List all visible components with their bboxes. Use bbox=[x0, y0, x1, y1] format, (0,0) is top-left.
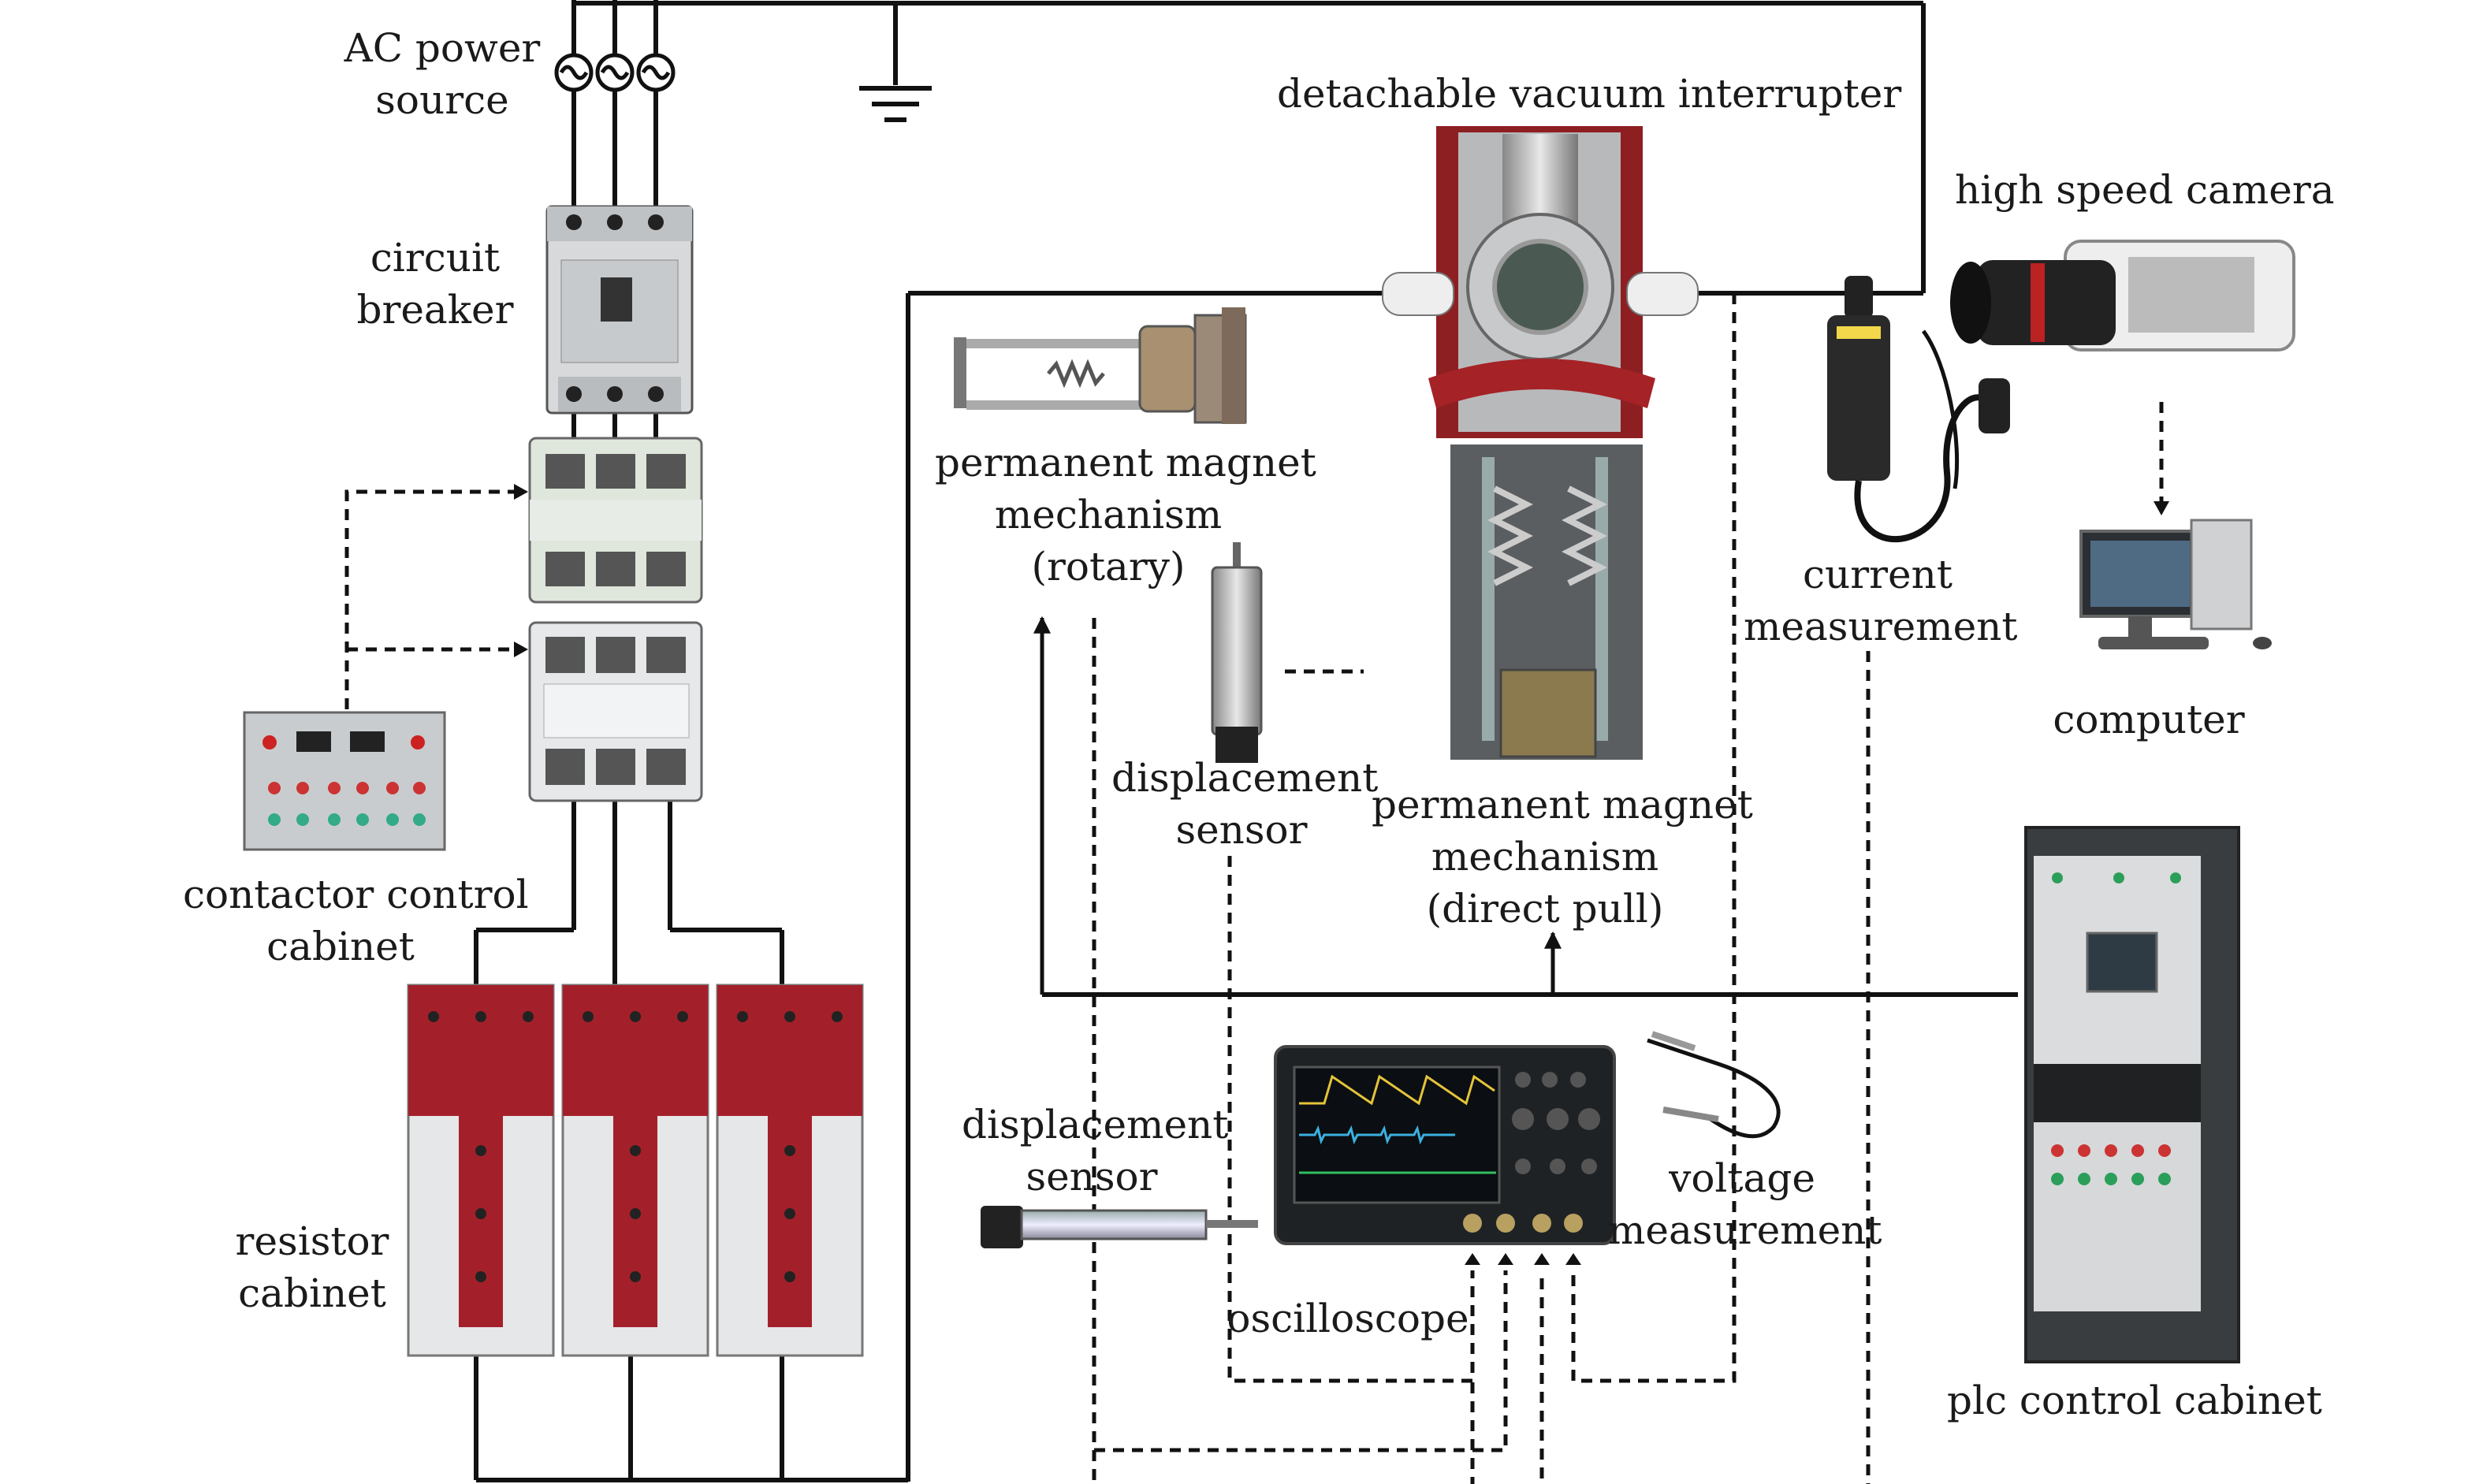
label-voltage-measurement: voltage measurement bbox=[1608, 1155, 1882, 1253]
label-oscilloscope: oscilloscope bbox=[1227, 1296, 1469, 1341]
ground-symbol bbox=[859, 86, 932, 122]
contactor-lower-photo bbox=[528, 621, 703, 802]
pm-mechanism-direct-pull-photo bbox=[1450, 444, 1643, 760]
label-high-speed-camera: high speed camera bbox=[1955, 167, 2335, 213]
power-wiring bbox=[474, 0, 2018, 1482]
plc-control-cabinet-photo bbox=[2024, 826, 2240, 1363]
label-contactor-control-cabinet: contactor control cabinet bbox=[183, 872, 529, 969]
signal-wiring bbox=[344, 293, 2164, 1484]
label-plc-control-cabinet: plc control cabinet bbox=[1947, 1378, 2322, 1423]
label-pm-mechanism-direct-pull: permanent magnet mechanism (direct pull) bbox=[1372, 782, 1753, 932]
contactor-control-cabinet-photo bbox=[243, 711, 446, 851]
contactor-upper-photo bbox=[528, 437, 703, 604]
label-displacement-sensor-upper: displacement sensor bbox=[1111, 755, 1379, 853]
high-speed-camera-photo bbox=[1950, 240, 2295, 351]
resistor-cabinet-3 bbox=[716, 984, 864, 1357]
circuit-breaker-photo bbox=[545, 205, 694, 415]
current-probe-photo bbox=[1827, 276, 2010, 543]
vacuum-interrupter-photo bbox=[1382, 126, 1699, 438]
resistor-cabinet-photo bbox=[407, 984, 864, 1357]
resistor-cabinet-2 bbox=[561, 984, 709, 1357]
ac-source-symbols bbox=[554, 53, 676, 92]
label-pm-mechanism-rotary: permanent magnet mechanism (rotary) bbox=[935, 440, 1316, 590]
computer-photo bbox=[2079, 519, 2272, 649]
label-computer: computer bbox=[2053, 697, 2245, 742]
label-detachable-vacuum-interrupter: detachable vacuum interrupter bbox=[1277, 71, 1902, 117]
pm-mechanism-rotary-photo bbox=[954, 307, 1247, 424]
displacement-sensor-upper-photo bbox=[1211, 542, 1263, 763]
resistor-cabinet-1 bbox=[407, 984, 555, 1357]
label-current-measurement: current measurement bbox=[1744, 552, 2018, 649]
label-displacement-sensor-lower: displacement sensor bbox=[962, 1102, 1229, 1199]
voltage-probe-photo bbox=[1647, 1031, 1781, 1139]
label-resistor-cabinet: resistor cabinet bbox=[235, 1218, 389, 1316]
label-circuit-breaker: circuit breaker bbox=[356, 235, 514, 333]
displacement-sensor-lower-photo bbox=[981, 1206, 1258, 1248]
oscilloscope-photo bbox=[1274, 1045, 1616, 1245]
label-ac-power-source: AC power source bbox=[344, 25, 541, 123]
